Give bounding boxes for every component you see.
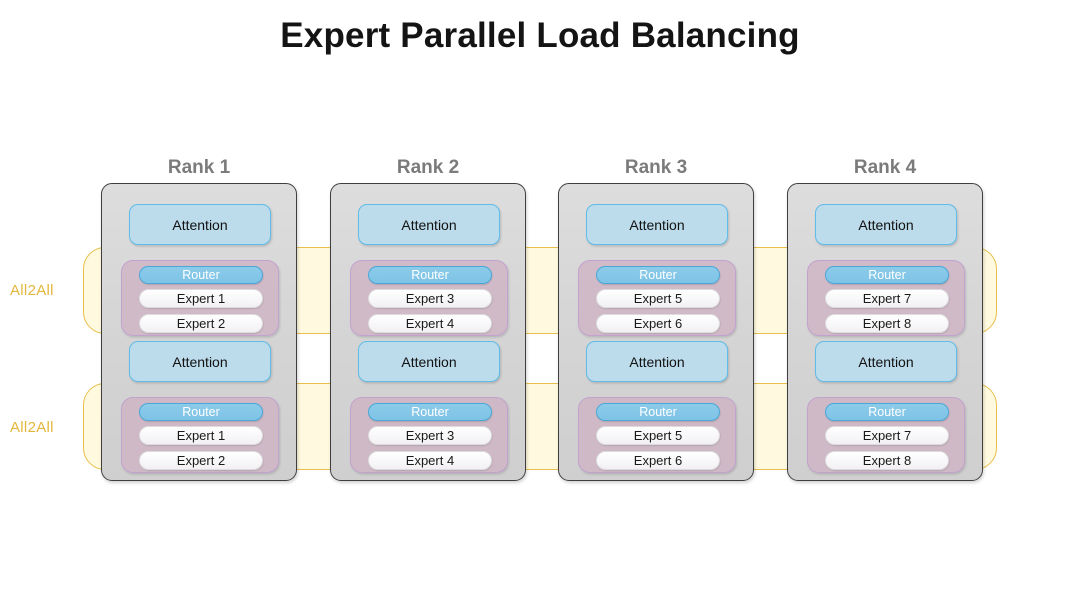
expert-r1-l2-0: Expert 1 <box>139 426 263 445</box>
expert-r4-l2-0: Expert 7 <box>825 426 949 445</box>
moe-block-r3-l2: Router Expert 5 Expert 6 <box>578 397 736 473</box>
moe-block-r4-l1: Router Expert 7 Expert 8 <box>807 260 965 336</box>
router-r1-l2: Router <box>139 403 263 421</box>
attention-block-r2-l2: Attention <box>358 341 500 382</box>
attention-block-r2-l1: Attention <box>358 204 500 245</box>
rank-container-3: Attention Router Expert 5 Expert 6 Atten… <box>558 183 754 481</box>
rank-container-2: Attention Router Expert 3 Expert 4 Atten… <box>330 183 526 481</box>
layer-stack-1: Attention Router Expert 1 Expert 2 Atten… <box>102 184 298 482</box>
attention-block-r1-l2: Attention <box>129 341 271 382</box>
attention-block-r3-l2: Attention <box>586 341 728 382</box>
attention-block-r1-l1: Attention <box>129 204 271 245</box>
moe-block-r4-l2: Router Expert 7 Expert 8 <box>807 397 965 473</box>
all2all-label-2: All2All <box>10 419 54 436</box>
expert-r3-l2-1: Expert 6 <box>596 451 720 470</box>
attention-block-r4-l2: Attention <box>815 341 957 382</box>
layer-stack-2: Attention Router Expert 3 Expert 4 Atten… <box>331 184 527 482</box>
rank-container-4: Attention Router Expert 7 Expert 8 Atten… <box>787 183 983 481</box>
router-r2-l2: Router <box>368 403 492 421</box>
expert-r2-l1-1: Expert 4 <box>368 314 492 333</box>
router-r3-l1: Router <box>596 266 720 284</box>
expert-r4-l1-1: Expert 8 <box>825 314 949 333</box>
moe-block-r3-l1: Router Expert 5 Expert 6 <box>578 260 736 336</box>
expert-r1-l1-0: Expert 1 <box>139 289 263 308</box>
expert-r1-l2-1: Expert 2 <box>139 451 263 470</box>
rank-label-2: Rank 2 <box>396 157 460 178</box>
expert-r3-l2-0: Expert 5 <box>596 426 720 445</box>
rank-container-1: Attention Router Expert 1 Expert 2 Atten… <box>101 183 297 481</box>
rank-label-1: Rank 1 <box>167 157 231 178</box>
moe-block-r2-l2: Router Expert 3 Expert 4 <box>350 397 508 473</box>
attention-block-r4-l1: Attention <box>815 204 957 245</box>
expert-r1-l1-1: Expert 2 <box>139 314 263 333</box>
layer-stack-3: Attention Router Expert 5 Expert 6 Atten… <box>559 184 755 482</box>
router-r2-l1: Router <box>368 266 492 284</box>
expert-r4-l1-0: Expert 7 <box>825 289 949 308</box>
attention-block-r3-l1: Attention <box>586 204 728 245</box>
rank-label-4: Rank 4 <box>853 157 917 178</box>
page-title: Expert Parallel Load Balancing <box>280 16 800 55</box>
layer-stack-4: Attention Router Expert 7 Expert 8 Atten… <box>788 184 984 482</box>
expert-r3-l1-0: Expert 5 <box>596 289 720 308</box>
moe-block-r2-l1: Router Expert 3 Expert 4 <box>350 260 508 336</box>
moe-block-r1-l1: Router Expert 1 Expert 2 <box>121 260 279 336</box>
expert-r2-l2-0: Expert 3 <box>368 426 492 445</box>
router-r4-l1: Router <box>825 266 949 284</box>
router-r1-l1: Router <box>139 266 263 284</box>
expert-r3-l1-1: Expert 6 <box>596 314 720 333</box>
expert-r2-l1-0: Expert 3 <box>368 289 492 308</box>
expert-r2-l2-1: Expert 4 <box>368 451 492 470</box>
router-r3-l2: Router <box>596 403 720 421</box>
router-r4-l2: Router <box>825 403 949 421</box>
expert-r4-l2-1: Expert 8 <box>825 451 949 470</box>
moe-block-r1-l2: Router Expert 1 Expert 2 <box>121 397 279 473</box>
rank-label-3: Rank 3 <box>624 157 688 178</box>
all2all-label-1: All2All <box>10 282 54 299</box>
